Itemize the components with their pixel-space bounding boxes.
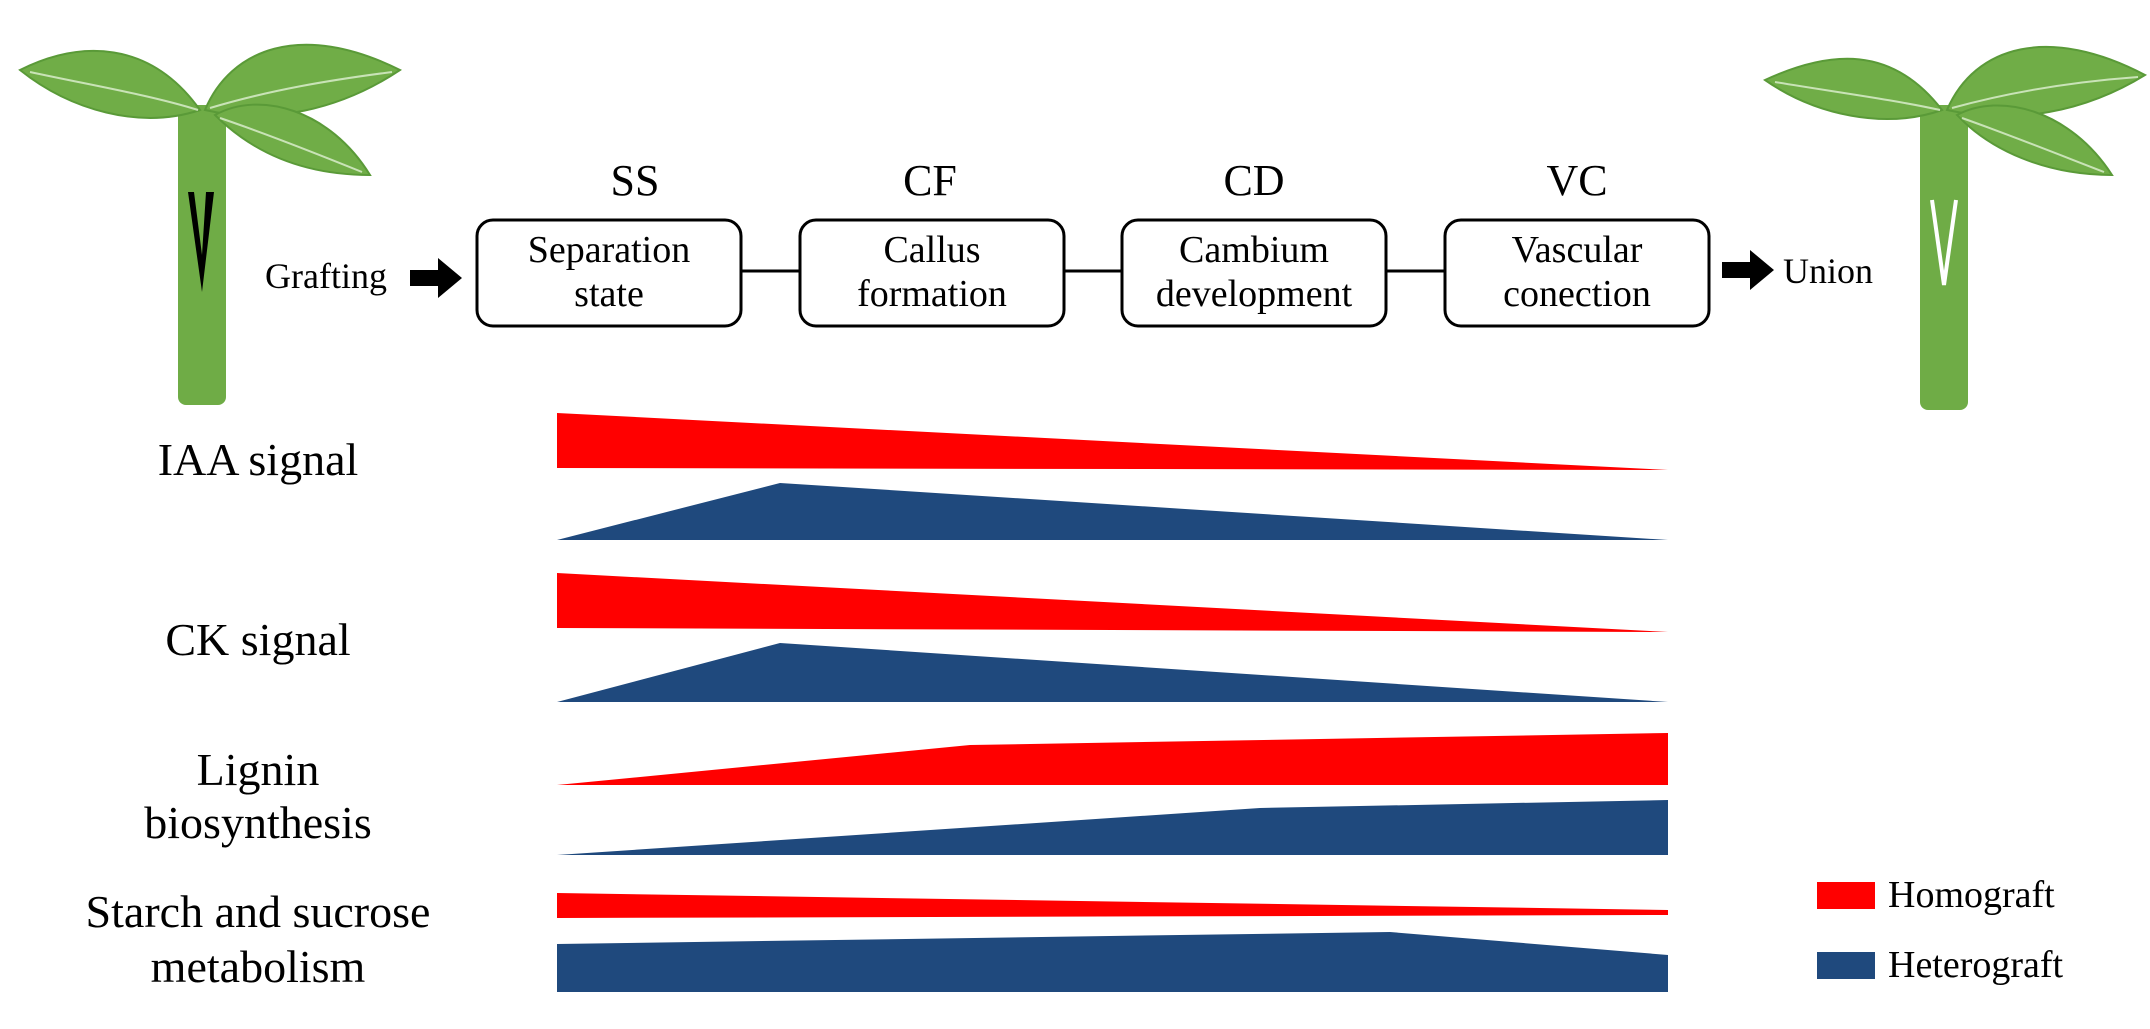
union-arrow-icon (1722, 250, 1774, 290)
legend: Homograft Heterograft (1817, 874, 2064, 986)
stage-box (1120, 218, 1388, 328)
row-label-iaa: IAA signal (158, 434, 359, 485)
ck-heterograft-wedge (557, 643, 1668, 702)
iaa-homograft-wedge (557, 413, 1668, 470)
stage-line1: Cambium (1179, 229, 1329, 271)
stage-line1: Vascular (1512, 229, 1643, 271)
right-plant-icon (1762, 45, 2148, 410)
starch-homograft-wedge (557, 893, 1668, 918)
stage-abbr: CF (903, 156, 957, 205)
stage-ss: SS Separation state (475, 156, 743, 328)
grafting-label: Grafting (265, 256, 387, 296)
stage-box (475, 218, 743, 328)
stage-line2: state (574, 273, 644, 315)
stage-abbr: VC (1546, 156, 1607, 205)
row-label-lignin-line1: Lignin (197, 744, 320, 795)
stage-line2: conection (1503, 273, 1651, 315)
stage-vc: VC Vascular conection (1443, 156, 1711, 328)
stage-cd: CD Cambium development (1120, 156, 1388, 328)
row-label-starch-line2: metabolism (151, 941, 366, 992)
stage-line1: Callus (883, 229, 980, 271)
legend-label-homograft: Homograft (1888, 874, 2055, 916)
left-plant-icon (18, 43, 402, 405)
stage-box (1443, 218, 1711, 328)
stage-abbr: SS (611, 156, 660, 205)
lignin-homograft-wedge (557, 733, 1668, 785)
grafting-arrow-icon (410, 258, 462, 298)
legend-label-heterograft: Heterograft (1888, 944, 2064, 986)
lignin-heterograft-wedge (557, 800, 1668, 855)
stage-line1: Separation (528, 229, 691, 271)
row-label-lignin-line2: biosynthesis (144, 797, 371, 848)
stage-line2: formation (857, 273, 1007, 315)
legend-swatch-heterograft (1817, 952, 1875, 979)
legend-swatch-homograft (1817, 882, 1875, 909)
row-label-ck: CK signal (165, 614, 350, 665)
row-label-starch-line1: Starch and sucrose (86, 886, 431, 937)
iaa-heterograft-wedge (557, 483, 1668, 540)
stage-line2: development (1156, 273, 1353, 315)
stage-cf: CF Callus formation (798, 156, 1066, 328)
ck-homograft-wedge (557, 573, 1668, 632)
starch-heterograft-wedge (557, 932, 1668, 992)
stage-box (798, 218, 1066, 328)
union-label: Union (1783, 251, 1873, 291)
stage-abbr: CD (1223, 156, 1284, 205)
